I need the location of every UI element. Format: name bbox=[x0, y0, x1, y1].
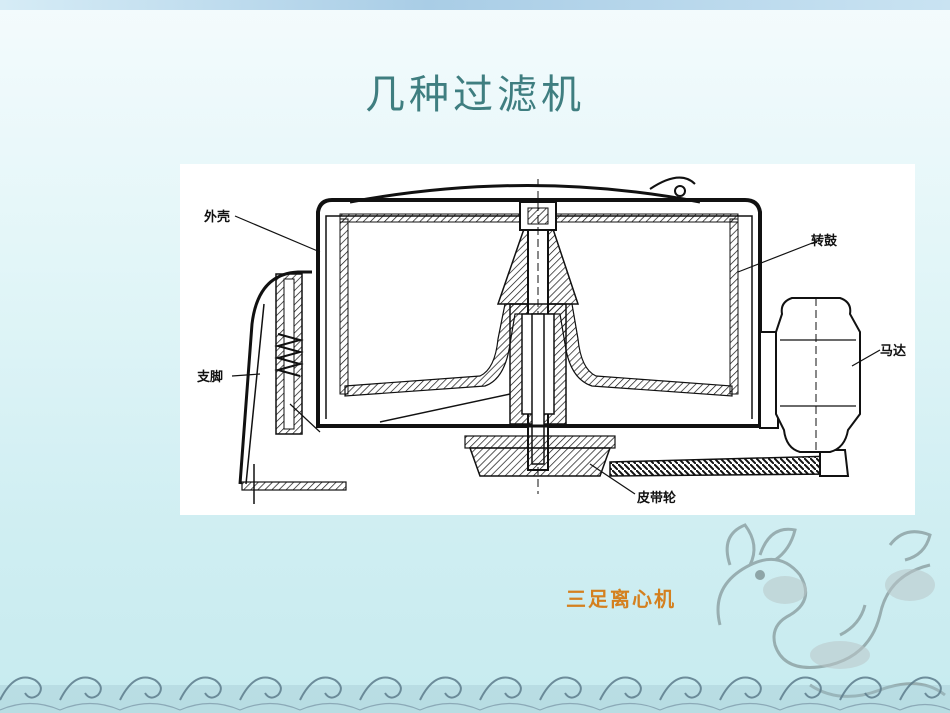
pulley bbox=[468, 447, 612, 477]
base-plate bbox=[464, 435, 616, 449]
label-drum: 转鼓 bbox=[811, 234, 838, 249]
tie-rod bbox=[379, 393, 511, 423]
leader-pulley bbox=[589, 463, 636, 495]
label-pulley: 皮带轮 bbox=[637, 491, 677, 506]
motor-pulley bbox=[819, 449, 850, 477]
drum-bottom bbox=[344, 303, 733, 397]
leader-drum bbox=[737, 239, 821, 273]
drum-wall-right bbox=[729, 218, 739, 395]
leader-shell bbox=[234, 215, 321, 253]
diagram-drawing bbox=[231, 176, 881, 504]
leader-motor bbox=[851, 349, 881, 367]
label-motor: 马达 bbox=[880, 344, 907, 359]
drum-wall-left bbox=[339, 218, 349, 395]
leg-brace bbox=[245, 303, 265, 485]
cover-dome bbox=[349, 184, 701, 204]
waves-icon bbox=[0, 676, 950, 713]
cover-knob bbox=[674, 185, 686, 197]
dragon-icon bbox=[716, 523, 946, 698]
leg-spring-coils bbox=[274, 333, 304, 377]
diagram-caption: 三足离心机 bbox=[566, 587, 676, 611]
cover-handle bbox=[649, 176, 696, 190]
centrifuge-diagram: 外壳 转鼓 支脚 马达 皮带轮 bbox=[180, 164, 915, 515]
leg-frame bbox=[238, 270, 312, 485]
label-shell: 外壳 bbox=[204, 210, 231, 225]
slide-title: 几种过滤机 bbox=[365, 72, 585, 118]
belt bbox=[609, 455, 836, 477]
label-leg: 支脚 bbox=[197, 370, 224, 385]
outer-shell bbox=[316, 198, 762, 428]
motor-body bbox=[775, 297, 861, 453]
leg-foot bbox=[241, 481, 347, 491]
leader-leg bbox=[231, 373, 261, 377]
top-band bbox=[0, 0, 950, 10]
